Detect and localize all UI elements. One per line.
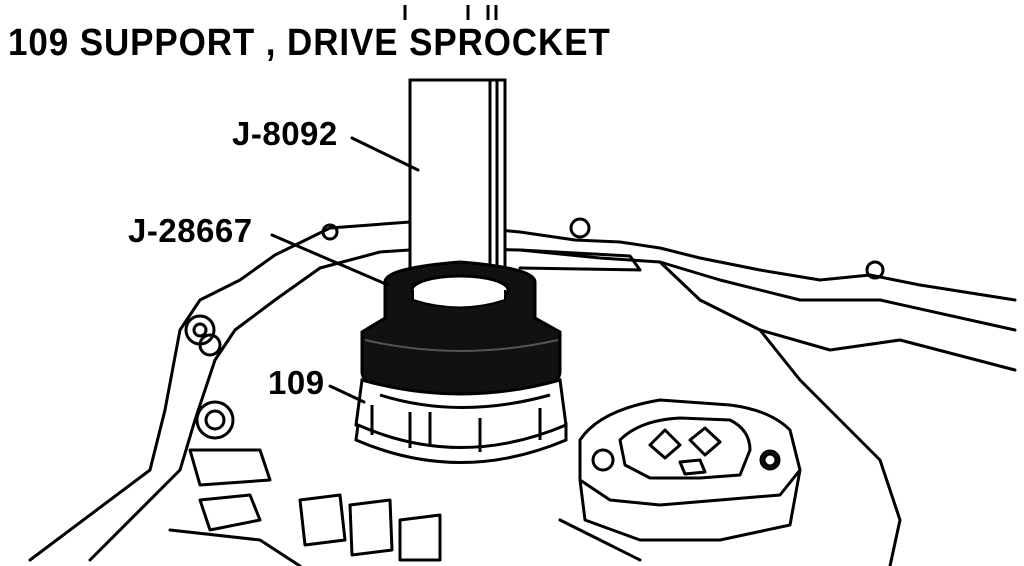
case-right-ledge: [658, 260, 1017, 372]
drive-sprocket-support-109: [354, 378, 568, 464]
case-right-face: [758, 328, 902, 566]
case-pocket-3: [298, 493, 347, 547]
pump-boss-right: [759, 449, 781, 471]
pump-vane-3: [678, 458, 707, 476]
case-pocket-4: [348, 498, 394, 557]
bolt-hole-3: [195, 400, 235, 440]
callout-j28667: J-28667: [128, 212, 253, 249]
pump-vane-1: [648, 428, 682, 460]
case-pocket-5: [398, 513, 442, 562]
case-outline: [28, 220, 1017, 562]
bolt-hole-6: [865, 260, 885, 280]
bolt-hole-2: [198, 333, 222, 357]
pump-skirt: [578, 468, 802, 542]
figure-title: 109 SUPPORT , DRIVE SPROCKET: [8, 22, 611, 64]
case-rib: [168, 528, 302, 566]
callout-j8092: J-8092: [232, 115, 338, 152]
pump-boss-left: [591, 448, 615, 472]
installer-j28667: [360, 260, 562, 404]
case-pocket-2: [198, 493, 262, 532]
callout-109: 109: [268, 364, 325, 401]
leader-j28667: [270, 233, 390, 287]
leader-109: [328, 384, 366, 404]
case-front-ridge: [558, 518, 642, 562]
pump-vane-2: [688, 426, 722, 457]
bolt-hole-1-inner: [192, 322, 208, 338]
pump-inner: [618, 416, 752, 480]
bolt-hole-3-inner: [204, 409, 226, 431]
case-channel: [518, 248, 642, 272]
bolt-hole-5: [569, 217, 591, 239]
pump-body: [578, 398, 802, 507]
case-pocket-1: [188, 448, 272, 487]
leader-j8092: [350, 136, 420, 172]
bolt-hole-4: [321, 223, 339, 241]
bolt-hole-7: [762, 452, 778, 468]
